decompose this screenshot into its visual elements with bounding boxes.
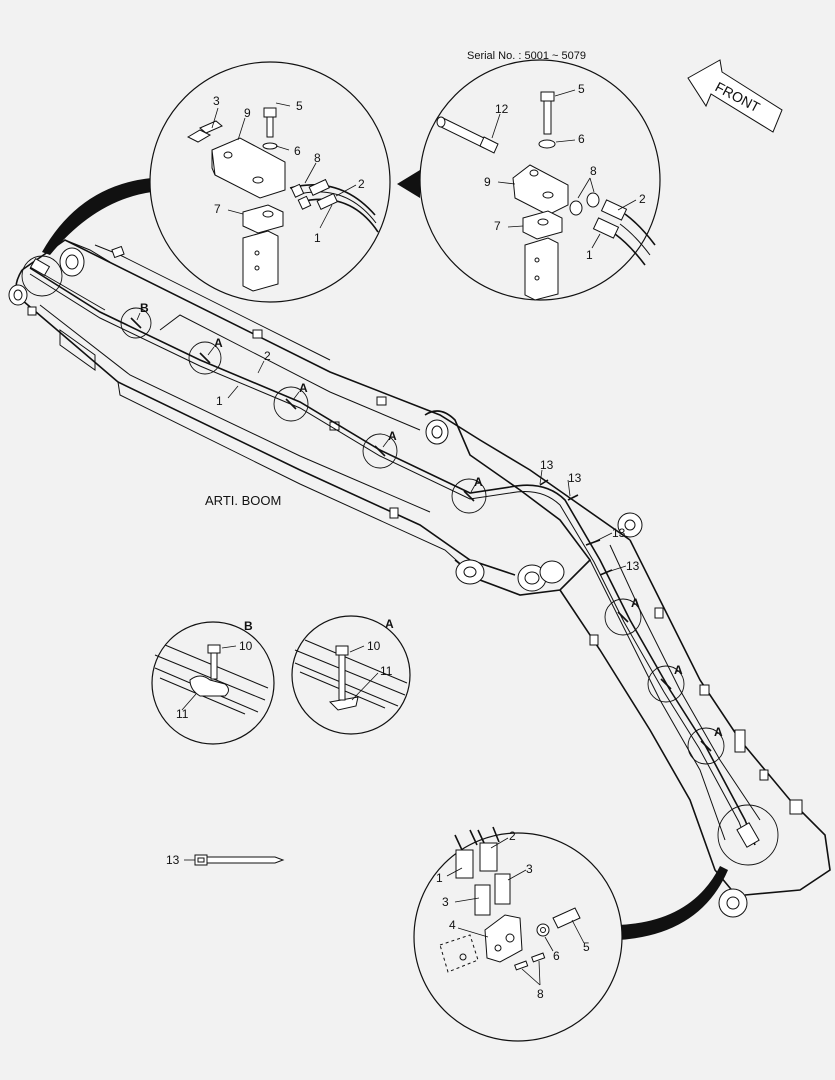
detail-right-fitting: 12 5 6 8 9 2 7 1 <box>419 59 661 301</box>
washer-6 <box>538 139 556 149</box>
cable-tie-13: 13 <box>166 853 285 867</box>
label-b: B <box>140 301 149 315</box>
bolt-5 <box>263 107 277 118</box>
detail-locator-front <box>21 255 63 297</box>
callout-4: 4 <box>449 918 456 932</box>
callout-2: 2 <box>264 349 271 363</box>
clamp-locator-a7 <box>687 727 725 765</box>
callout-13: 13 <box>540 458 554 472</box>
clamp-locators <box>21 255 779 866</box>
clamp-locator-a1 <box>188 341 222 375</box>
detail-clamp-b: B 10 11 <box>151 619 275 745</box>
fitting-3 <box>474 884 491 916</box>
callout-11: 11 <box>380 664 393 678</box>
callout-9: 9 <box>244 106 251 120</box>
detail-pointer-right <box>397 170 420 198</box>
knuckle-pin-lower <box>455 559 485 585</box>
clamp-locator-a5 <box>604 598 642 636</box>
callout-1: 1 <box>216 394 223 408</box>
clamp-locator-b <box>120 307 152 339</box>
detail-locator-rear <box>717 804 779 866</box>
detail-arrow-rear <box>618 866 728 940</box>
boom-label: ARTI. BOOM <box>205 493 281 508</box>
callout-3: 3 <box>442 895 449 909</box>
label-a: A <box>714 725 723 739</box>
callout-6: 6 <box>294 144 301 158</box>
boom-structure <box>8 239 831 918</box>
callout-7: 7 <box>494 219 501 233</box>
boom-pin-rear <box>718 888 748 918</box>
bracket-4 <box>484 914 523 963</box>
clamp-locator-a4 <box>451 478 487 514</box>
bolt-10 <box>335 645 349 656</box>
bracket-9 <box>512 164 569 216</box>
clamp-locator-a2 <box>273 386 309 422</box>
label-a: A <box>631 596 640 610</box>
label-a: A <box>674 663 683 677</box>
callout-13: 13 <box>626 559 640 573</box>
detail-clamp-a: A 10 11 <box>291 615 411 735</box>
callout-12: 12 <box>495 102 509 116</box>
washer-6 <box>536 923 550 937</box>
callout-2: 2 <box>639 192 646 206</box>
hose-routing <box>29 267 756 847</box>
callout-2: 2 <box>509 829 516 843</box>
callout-13: 13 <box>612 526 626 540</box>
callout-10: 10 <box>367 639 381 653</box>
detail-rear-fitting: 2 1 3 3 4 5 6 8 <box>413 826 623 1042</box>
callout-8: 8 <box>590 164 597 178</box>
fitting-2 <box>479 842 498 872</box>
callout-1: 1 <box>436 871 443 885</box>
boom-pin-upper <box>59 247 85 277</box>
callout-6: 6 <box>553 949 560 963</box>
bolt-5 <box>552 907 581 929</box>
clamp-locator-a6 <box>647 665 685 703</box>
label-a: A <box>385 617 394 631</box>
label-a: A <box>214 336 223 350</box>
callout-2: 2 <box>358 177 365 191</box>
fitting-1 <box>455 849 474 879</box>
label-a: A <box>388 429 397 443</box>
clamp-11 <box>328 696 359 711</box>
callout-8: 8 <box>314 151 321 165</box>
callout-8: 8 <box>537 987 544 1001</box>
callout-1: 1 <box>586 248 593 262</box>
label-a: A <box>299 381 308 395</box>
fitting-3 <box>494 873 511 905</box>
serial-number: Serial No. : 5001 ~ 5079 <box>467 50 586 62</box>
knuckle-pin-upper <box>425 419 449 445</box>
boom-pin-front <box>8 284 28 306</box>
callout-13: 13 <box>166 853 180 867</box>
callout-7: 7 <box>214 202 221 216</box>
washer-6 <box>262 142 278 150</box>
callout-10: 10 <box>239 639 253 653</box>
bolt-10 <box>207 644 221 654</box>
callout-5: 5 <box>583 940 590 954</box>
bolt-5 <box>540 91 555 102</box>
callout-11: 11 <box>176 707 189 721</box>
callout-3: 3 <box>213 94 220 108</box>
callout-3: 3 <box>526 862 533 876</box>
callout-1: 1 <box>314 231 321 245</box>
front-arrow: FRONT <box>687 59 783 133</box>
callout-6: 6 <box>578 132 585 146</box>
callout-5: 5 <box>296 99 303 113</box>
main-callouts: B A 2 1 A A A 13 13 13 13 A A A <box>136 301 723 739</box>
callout-5: 5 <box>578 82 585 96</box>
detail-front-fitting: 3 5 9 6 8 2 7 1 <box>149 61 391 303</box>
label-b: B <box>244 619 253 633</box>
block-7 <box>242 204 284 234</box>
detail-arrow-front <box>42 178 152 255</box>
clamp-11 <box>189 675 229 697</box>
label-a: A <box>474 475 483 489</box>
clamp-locator-a3 <box>362 433 398 469</box>
callout-9: 9 <box>484 175 491 189</box>
callout-13: 13 <box>568 471 582 485</box>
